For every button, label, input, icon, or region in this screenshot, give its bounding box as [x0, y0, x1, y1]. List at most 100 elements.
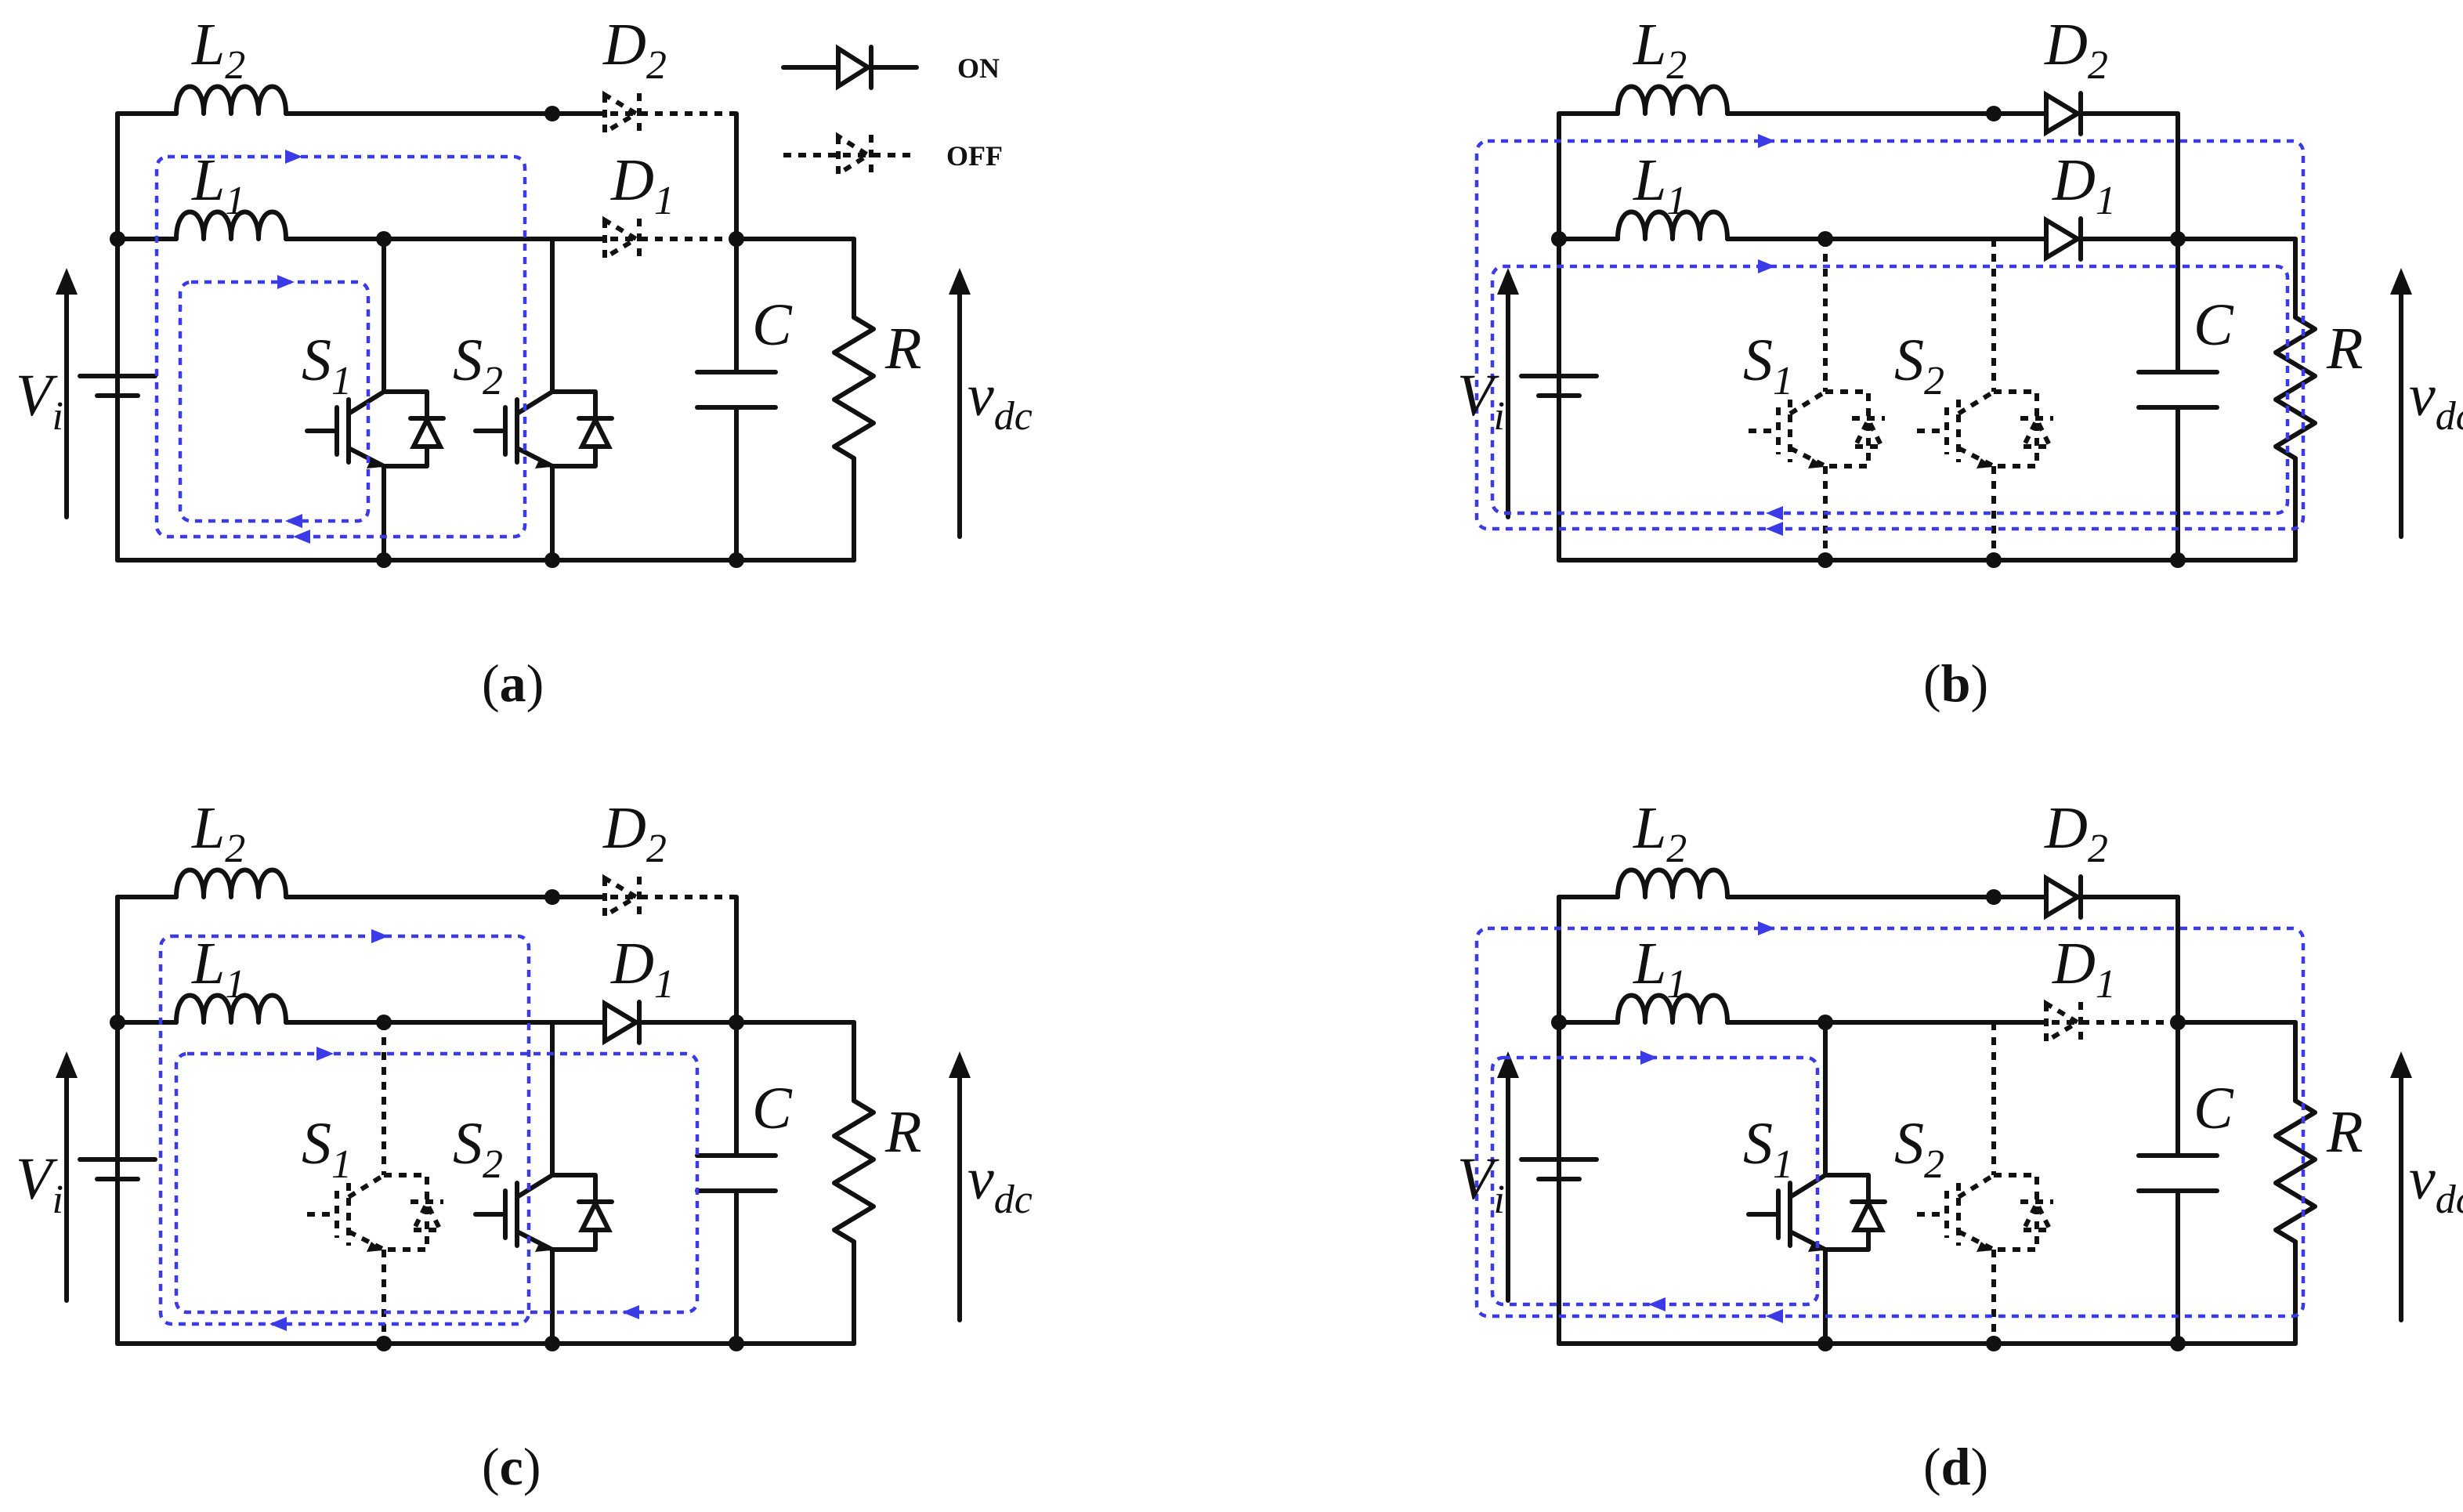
legend-on-label: ON	[957, 52, 1000, 84]
switch-s2	[1917, 1022, 2054, 1344]
label-l1: L1	[1633, 147, 1687, 223]
vdc-arrow	[949, 268, 971, 539]
label-l2: L2	[1633, 795, 1687, 871]
wires	[115, 111, 856, 562]
inductor-l1	[174, 993, 288, 1025]
label-s2: S2	[453, 327, 503, 403]
label-l1: L1	[1633, 931, 1687, 1007]
inductor-l1	[1615, 993, 1730, 1025]
junction-dot	[2170, 552, 2186, 568]
junction-dot	[1551, 1015, 1567, 1030]
label-c: C	[2194, 1076, 2234, 1141]
legend-on: ON	[781, 44, 1000, 91]
label-s2: S2	[453, 1111, 503, 1187]
junction-dot	[729, 231, 744, 247]
junction-dot	[1986, 1336, 2002, 1351]
label-r: R	[2326, 1099, 2363, 1165]
switch-s2	[1917, 239, 2054, 560]
switch-s2	[473, 237, 614, 562]
junction-dot	[1986, 552, 2002, 568]
current-path-l2-s2	[154, 154, 527, 539]
current-arrow	[622, 1305, 639, 1319]
wires	[1557, 895, 2298, 1346]
label-s2: S2	[1894, 327, 1944, 403]
junction-dot	[110, 231, 125, 247]
label-d1: D1	[2052, 931, 2116, 1007]
label-c: C	[2194, 292, 2234, 358]
vdc-arrow	[2390, 1051, 2412, 1322]
label-vdc: vdc	[967, 363, 1033, 439]
label-s1: S1	[302, 327, 352, 403]
vi-arrow	[56, 1051, 78, 1303]
label-vdc: vdc	[967, 1146, 1033, 1222]
switch-s1	[307, 1022, 444, 1344]
label-l1: L1	[191, 147, 245, 223]
label-vdc: vdc	[2409, 363, 2463, 439]
resistor	[832, 315, 876, 461]
label-s1: S1	[302, 1111, 352, 1187]
label-l2: L2	[1633, 12, 1687, 88]
junction-dot	[544, 106, 560, 121]
current-arrow	[316, 1047, 334, 1061]
junction-dot	[1551, 231, 1567, 247]
resistor	[2273, 1098, 2317, 1244]
junction-dot	[1817, 552, 1833, 568]
label-vi: Vi	[16, 363, 63, 439]
junction-dot	[1817, 231, 1833, 247]
diode-d2	[2034, 874, 2180, 921]
panel-caption-d: (d)	[1923, 1437, 1988, 1496]
current-arrow	[1640, 1051, 1658, 1065]
label-d2: D2	[2044, 12, 2108, 88]
switch-s1	[305, 237, 446, 562]
legend-off: OFF	[783, 132, 1003, 179]
junction-dot	[729, 552, 744, 568]
inductor-l1	[174, 209, 288, 241]
current-paths	[1474, 134, 2306, 536]
diode-d1	[2034, 215, 2180, 262]
inductor-l2	[1615, 84, 1730, 116]
junction-dot	[110, 1015, 125, 1030]
label-d2: D2	[602, 12, 667, 88]
current-arrow	[1766, 1309, 1783, 1323]
label-s2: S2	[1894, 1111, 1944, 1187]
current-path-l2-s2	[158, 934, 531, 1326]
diode-d2	[2034, 90, 2180, 137]
diode-d2	[595, 90, 736, 137]
junction-dot	[1817, 1015, 1833, 1030]
current-arrow	[1648, 1297, 1666, 1311]
current-arrow	[1766, 506, 1783, 520]
legend: ON OFF	[781, 44, 1003, 179]
label-d1: D1	[610, 931, 675, 1007]
label-l2: L2	[191, 12, 245, 88]
junction-dot	[376, 231, 392, 247]
current-path-l2-d2	[1474, 139, 2306, 531]
current-paths	[158, 929, 700, 1331]
label-c: C	[752, 1076, 793, 1141]
label-d2: D2	[602, 795, 667, 871]
label-vdc: vdc	[2409, 1146, 2463, 1222]
legend-off-label: OFF	[946, 140, 1003, 172]
diode-d2	[595, 874, 736, 921]
label-s1: S1	[1743, 327, 1793, 403]
label-vi: Vi	[1457, 363, 1505, 439]
panel-caption-a: (a)	[482, 653, 544, 713]
current-paths	[1474, 921, 2306, 1323]
current-arrow	[1758, 259, 1775, 273]
inductor-l2	[174, 867, 288, 899]
vdc-arrow	[2390, 268, 2412, 539]
switch-s1	[1746, 1020, 1887, 1346]
junction-dot	[1817, 1336, 1833, 1351]
inductor-l1	[1615, 209, 1730, 241]
vi-arrow	[56, 268, 78, 519]
label-vi: Vi	[16, 1146, 63, 1222]
current-arrow	[293, 530, 310, 544]
junction-dot	[2170, 231, 2186, 247]
label-d1: D1	[2052, 147, 2116, 223]
label-l1: L1	[191, 931, 245, 1007]
label-r: R	[2326, 316, 2363, 382]
diode-d1	[595, 215, 736, 262]
